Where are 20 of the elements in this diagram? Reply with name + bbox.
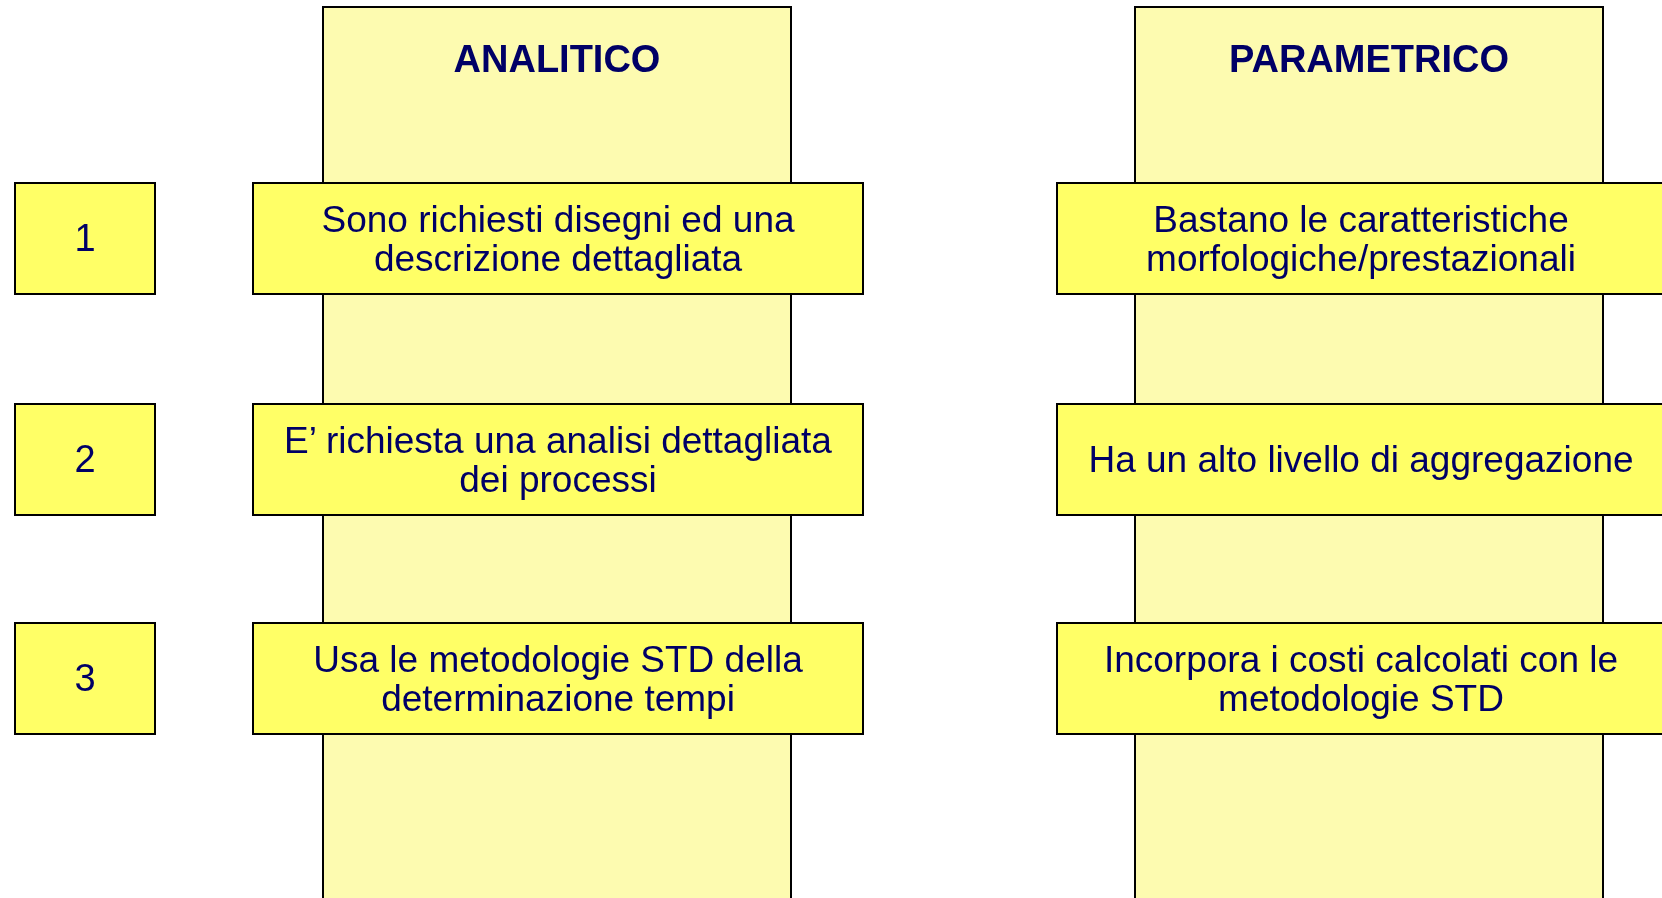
column-heading: ANALITICO <box>453 38 661 81</box>
text-box <box>1056 182 1662 295</box>
column-heading: PARAMETRICO <box>1228 38 1510 81</box>
text-box <box>252 182 864 295</box>
cell-text: Incorpora i costi calcolati con le metodologie STD <box>1102 639 1620 718</box>
row-number: 2 <box>74 438 96 481</box>
cell-text: Bastano le caratteristiche morfologiche/prestazionali <box>1145 199 1577 278</box>
row-number: 1 <box>74 217 96 260</box>
text-box <box>1056 622 1662 735</box>
number-box <box>14 182 156 295</box>
cell-text: Ha un alto livello di aggregazione <box>1087 440 1635 479</box>
cell-text: Sono richiesti disegni ed una descrizione dettagliata <box>320 199 796 278</box>
text-box <box>1056 403 1662 516</box>
text-box <box>252 622 864 735</box>
number-box <box>14 403 156 516</box>
text-box <box>252 403 864 516</box>
cell-text: Usa le metodologie STD della determinazione tempi <box>312 639 804 718</box>
row-number: 3 <box>74 657 96 700</box>
cell-text: E’ richiesta una analisi dettagliata dei processi <box>283 420 833 499</box>
number-box <box>14 622 156 735</box>
